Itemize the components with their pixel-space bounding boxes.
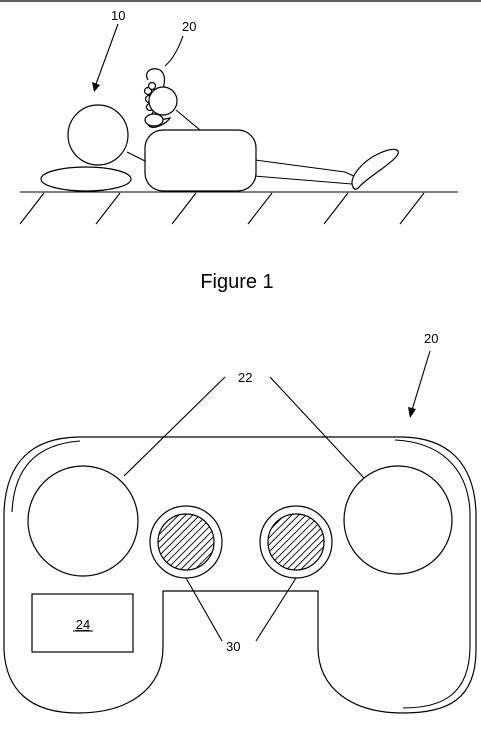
label-small-buttons: 30 (226, 639, 240, 654)
neck (126, 151, 148, 163)
foot (351, 148, 399, 190)
hand (148, 86, 178, 116)
torso (144, 129, 257, 192)
leader-large-button-right (269, 376, 365, 479)
figure-1: 10 20 Figure 1 (19, 8, 458, 293)
large-button-right (343, 465, 453, 575)
arm (175, 109, 201, 131)
leader-device-fig1 (164, 35, 184, 67)
leg-lower (253, 175, 353, 185)
leg-upper (254, 159, 359, 179)
arrowhead-person (92, 82, 100, 92)
label-large-buttons: 22 (238, 370, 252, 385)
label-device-fig1: 20 (182, 19, 196, 34)
controller-inner-outline-left (11, 440, 81, 513)
label-box: 24 (76, 617, 90, 632)
head (67, 104, 129, 166)
large-button-left (27, 465, 139, 577)
leader-person (95, 23, 119, 85)
ground-hatching (19, 192, 425, 225)
controller-inner-outline (394, 439, 471, 709)
leader-device-fig2 (411, 350, 431, 411)
small-button-right (259, 505, 333, 579)
small-button-left (149, 505, 223, 579)
arrowhead-device-fig2 (408, 407, 416, 418)
figure-2: 24 20 22 30 (3, 331, 477, 714)
label-device-fig2: 20 (424, 331, 438, 346)
pillow (40, 166, 132, 192)
label-person: 10 (111, 8, 125, 23)
figure-1-caption: Figure 1 (200, 271, 273, 293)
leader-large-button-left (123, 376, 226, 477)
leader-small-button-left (185, 577, 223, 642)
box-24 (31, 593, 134, 653)
leader-small-button-right (255, 577, 297, 642)
